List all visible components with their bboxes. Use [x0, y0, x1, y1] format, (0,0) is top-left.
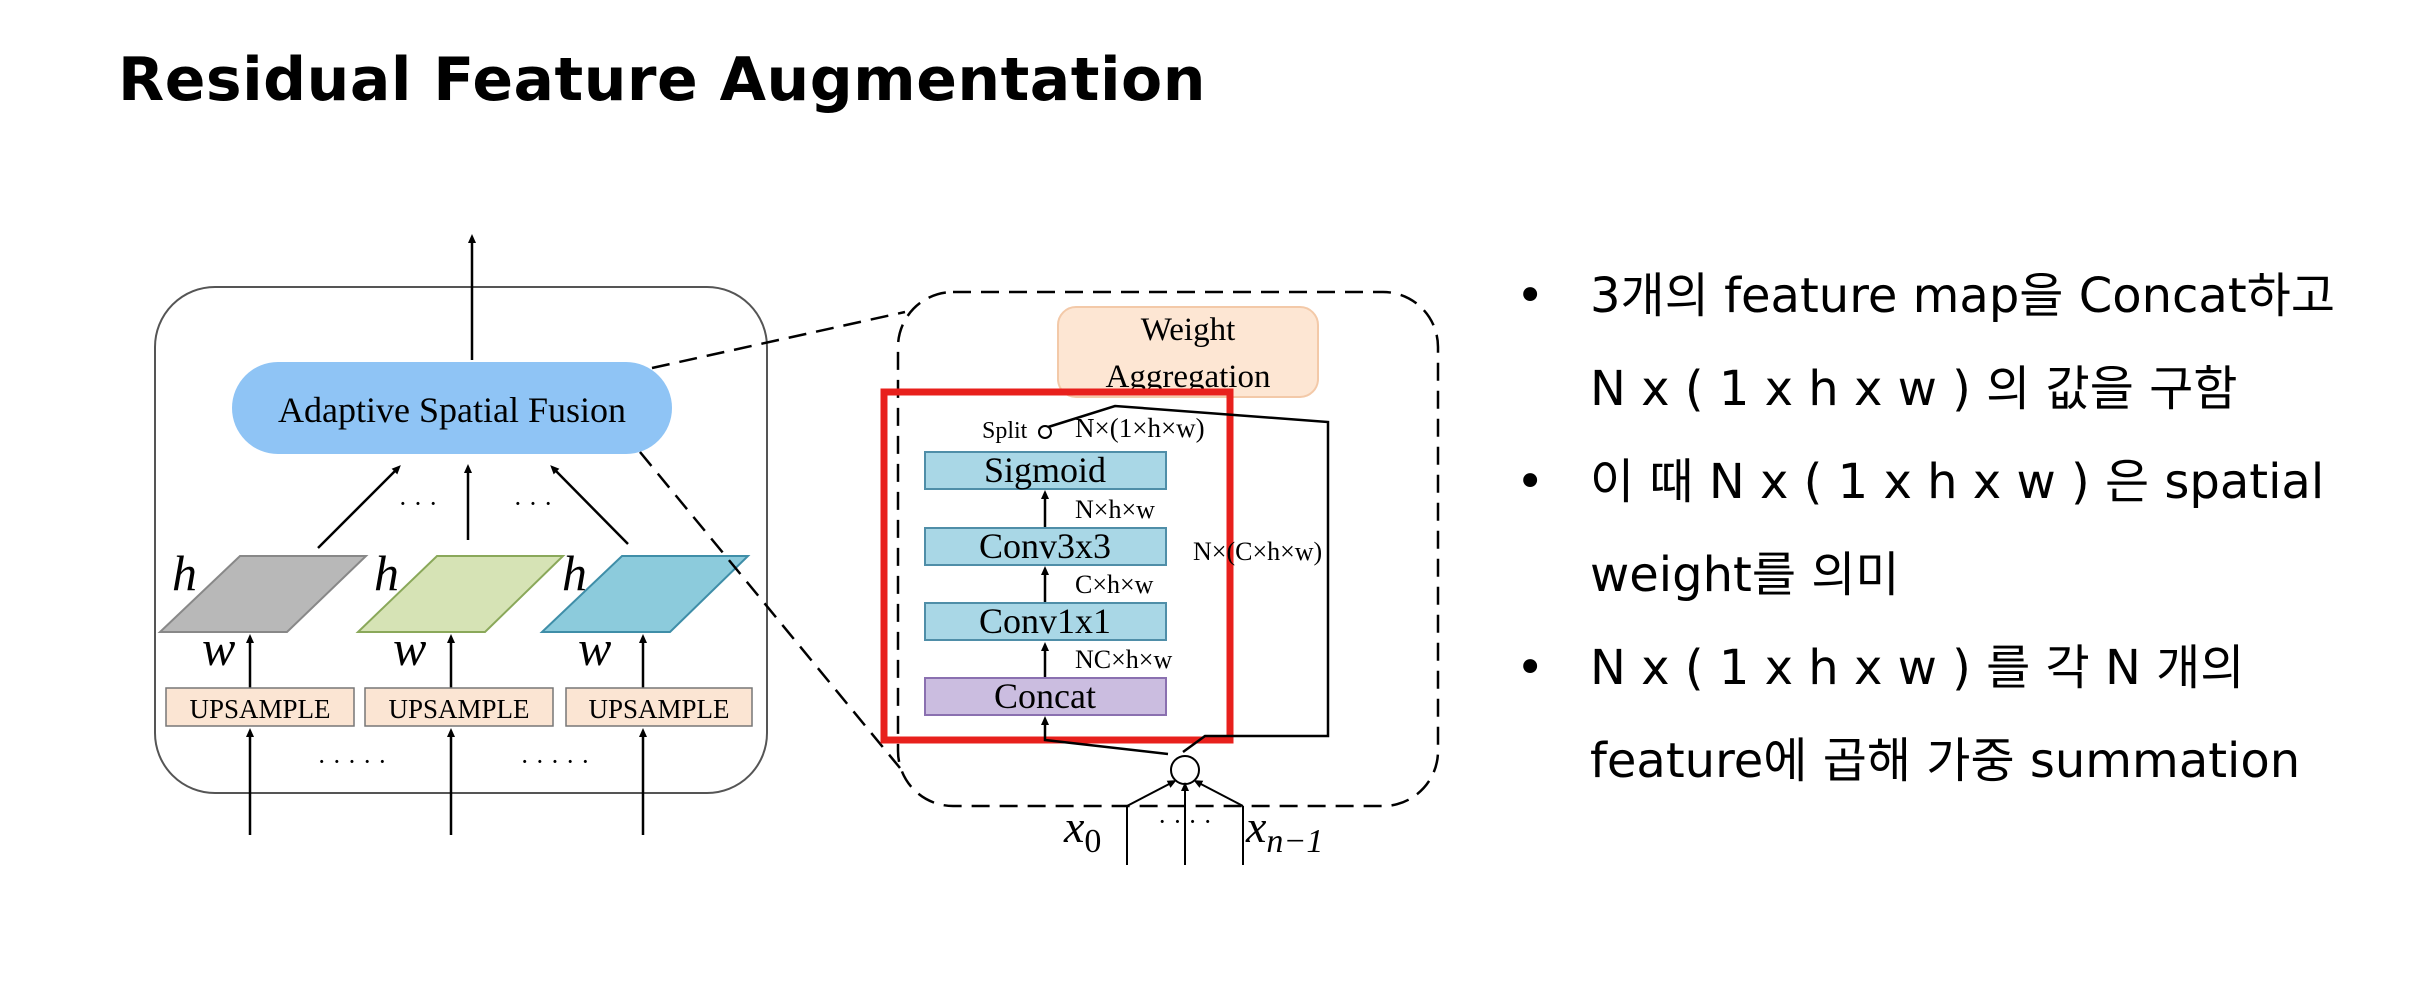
feature-map-1	[157, 555, 369, 633]
split-dim-label: N×(1×h×w)	[1075, 413, 1205, 443]
split-label: Split	[982, 418, 1028, 444]
bullet-item-1: • 3개의 feature map을 Concat하고 N x ( 1 x h …	[1510, 250, 2410, 436]
x0-label: x0	[1063, 801, 1101, 860]
upsample-label-1: UPSAMPLE	[189, 694, 330, 724]
dots-lower-2: · · · · ·	[520, 747, 589, 776]
bullet-point: •	[1516, 640, 1545, 696]
bullet-text-line: N x ( 1 x h x w ) 를 각 N 개의	[1590, 640, 2245, 696]
conv1x1-block	[924, 602, 1167, 641]
fusion-input-arrow-1	[317, 465, 401, 549]
adaptive-spatial-fusion-label: Adaptive Spatial Fusion	[278, 390, 626, 430]
dim-h-1: h	[172, 545, 197, 601]
bullet-item-3: • N x ( 1 x h x w ) 를 각 N 개의 feature에 곱해…	[1510, 622, 2410, 808]
input-dots: · · · ·	[1158, 807, 1212, 836]
side-dim-label: N×(C×h×w)	[1193, 537, 1322, 566]
weight-aggregation-box	[1057, 306, 1319, 398]
merge-node	[1170, 755, 1200, 785]
dim-h-3: h	[562, 545, 587, 601]
split-node	[1038, 425, 1052, 439]
concat-block	[924, 677, 1167, 716]
bullet-text-line: weight를 의미	[1590, 547, 1900, 603]
dots-upper-2: · · ·	[514, 489, 553, 518]
concat-label: Concat	[994, 676, 1096, 716]
upsample-box-3	[565, 687, 753, 727]
sigmoid-label: Sigmoid	[984, 450, 1106, 490]
zoom-line-top	[651, 310, 906, 370]
conv3x3-block	[924, 527, 1167, 566]
zoom-line-bottom	[639, 451, 901, 769]
dim-after-concat: NC×h×w	[1075, 645, 1172, 674]
feature-map-2	[355, 555, 566, 633]
dim-w-1: w	[202, 620, 235, 676]
upsample-box-1	[165, 687, 355, 727]
left-container	[154, 286, 768, 794]
x0-to-node-line	[1126, 780, 1177, 807]
xn-label: xn−1	[1245, 801, 1323, 860]
bullet-text-line: 이 때 N x ( 1 x h x w ) 은 spatial	[1590, 454, 2325, 510]
weight-feedback-path	[1044, 404, 1330, 754]
dim-h-2: h	[374, 545, 399, 601]
input-to-concat-path	[1041, 716, 1169, 756]
bullet-text-line: N x ( 1 x h x w ) 의 값을 구함	[1590, 361, 2238, 417]
adaptive-spatial-fusion-box	[232, 362, 672, 454]
left-diagram: Adaptive Spatial Fusion · · · · · · h h …	[154, 234, 768, 835]
conv3x3-label: Conv3x3	[979, 526, 1111, 566]
upsample-box-2	[364, 687, 554, 727]
slide-title: Residual Feature Augmentation	[118, 45, 1206, 115]
right-diagram: Weight Aggregation Split N×(1×h×w) Sigmo…	[880, 290, 1440, 865]
dim-after-conv3: N×h×w	[1075, 495, 1155, 524]
weight-aggregation-label-line1: Weight	[1141, 312, 1236, 348]
upsample-label-3: UPSAMPLE	[588, 694, 729, 724]
zoom-container	[896, 290, 1440, 808]
bullet-point: •	[1516, 268, 1545, 324]
sigmoid-block	[924, 451, 1167, 490]
dim-w-2: w	[393, 620, 426, 676]
dim-w-3: w	[578, 620, 611, 676]
highlight-box	[880, 388, 1234, 744]
xn-to-node-line	[1193, 780, 1244, 807]
dots-lower-1: · · · · ·	[317, 747, 386, 776]
fusion-input-arrow-3	[550, 465, 629, 545]
bullet-text-line: 3개의 feature map을 Concat하고	[1590, 268, 2335, 324]
bullet-item-2: • 이 때 N x ( 1 x h x w ) 은 spatial weight…	[1510, 436, 2410, 622]
feature-map-3	[539, 555, 751, 633]
bullet-text-line: feature에 곱해 가중 summation	[1590, 733, 2301, 789]
dim-after-conv1: C×h×w	[1075, 570, 1154, 599]
bullet-list: • 3개의 feature map을 Concat하고 N x ( 1 x h …	[1510, 250, 2410, 808]
conv1x1-label: Conv1x1	[979, 601, 1111, 641]
dots-upper-1: · · ·	[399, 489, 438, 518]
bullet-point: •	[1516, 454, 1545, 510]
upsample-label-2: UPSAMPLE	[388, 694, 529, 724]
